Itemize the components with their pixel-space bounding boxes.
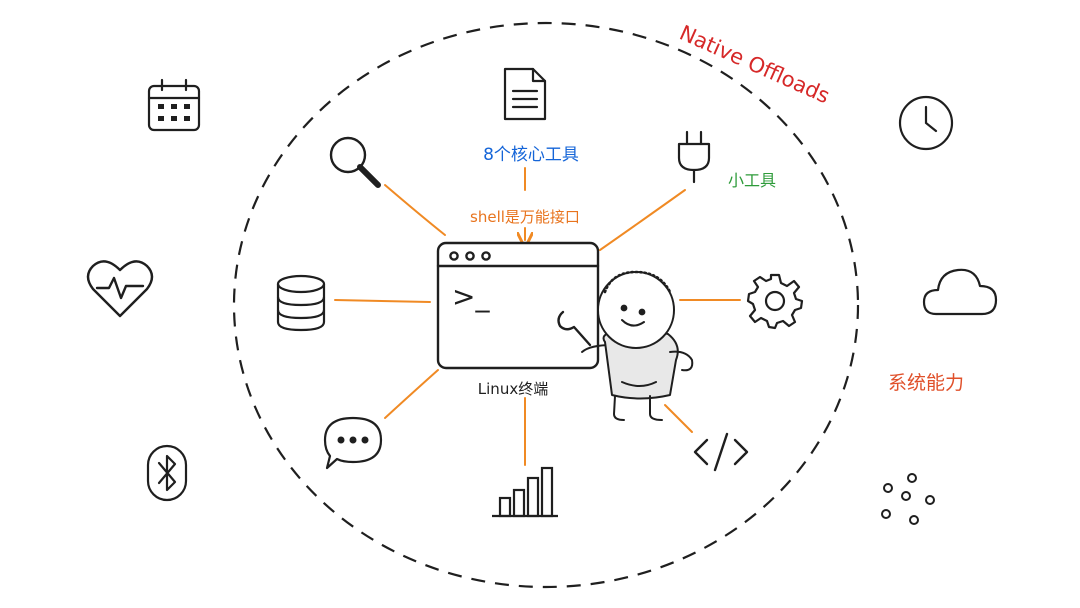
native-offloads-boundary <box>232 21 860 589</box>
database-icon <box>276 274 326 332</box>
linux-terminal-label: Linux终端 <box>478 380 548 398</box>
small-tools-label: 小工具 <box>728 171 776 190</box>
plug-icon <box>677 130 711 184</box>
cloud-icon <box>922 268 998 316</box>
core-tools-label: 8个核心工具 <box>483 145 579 165</box>
spoke-chat <box>384 369 439 419</box>
wrench-icon <box>557 310 592 347</box>
bar-chart-icon <box>492 466 558 518</box>
chat-bubble-icon <box>323 416 383 470</box>
gear-icon <box>746 273 804 330</box>
terminal-prompt: >_ <box>452 280 490 313</box>
window-dot <box>449 251 459 261</box>
dots-cluster-icon <box>881 473 935 525</box>
character-with-wrench <box>557 270 694 421</box>
code-icon <box>693 432 749 472</box>
window-dot <box>481 251 491 261</box>
window-dot <box>465 251 475 261</box>
spoke-magnifier <box>384 184 446 236</box>
native-offloads-label: Native Offloads <box>676 21 833 109</box>
magnifier-icon <box>329 136 381 188</box>
calendar-icon <box>147 78 201 132</box>
spokes <box>334 167 741 466</box>
linux-terminal-window <box>436 241 600 370</box>
document-icon <box>503 67 547 121</box>
shell-interface-label: shell是万能接口 <box>470 208 580 226</box>
clock-icon <box>898 95 954 151</box>
heart-pulse-icon <box>86 260 154 318</box>
bluetooth-icon <box>146 444 188 502</box>
spoke-plug <box>599 189 686 251</box>
spoke-database <box>334 299 431 303</box>
system-capabilities-label: 系统能力 <box>888 372 964 394</box>
spoke-code <box>664 404 693 433</box>
